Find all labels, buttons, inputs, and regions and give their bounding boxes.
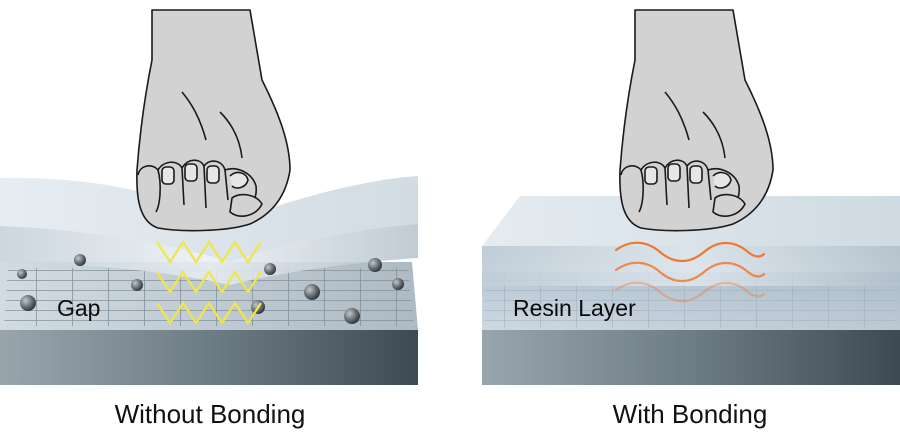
air-bubble: [304, 284, 320, 300]
vibration-zigzag: [156, 239, 262, 265]
air-bubble: [74, 254, 86, 266]
left-panel: [0, 9, 418, 385]
left-glass-front: [0, 224, 418, 285]
caption-without-bonding: Without Bonding: [114, 399, 306, 429]
vibration-wave: [614, 281, 766, 303]
resin-layer-label: Resin Layer: [513, 295, 636, 321]
right-glass-front: [482, 246, 900, 286]
right-display-front: [482, 330, 900, 385]
air-bubble: [20, 295, 36, 311]
right-vibration-lines: [614, 241, 766, 303]
right-panel: [482, 9, 900, 385]
left-display-front: [0, 330, 418, 385]
air-bubble: [392, 278, 404, 290]
left-display-grid: [4, 268, 414, 326]
fist-icon: [619, 9, 774, 232]
air-bubble: [368, 258, 382, 272]
caption-with-bonding: With Bonding: [612, 399, 768, 429]
air-bubble: [17, 269, 27, 279]
left-vibration-lines: [156, 239, 262, 326]
air-bubble: [344, 308, 360, 324]
air-bubble: [264, 263, 276, 275]
vibration-wave: [614, 261, 766, 283]
air-bubble: [131, 279, 143, 291]
fist-icon: [136, 9, 291, 232]
vibration-zigzag: [156, 300, 262, 326]
vibration-wave: [614, 241, 766, 263]
vibration-zigzag: [156, 269, 262, 295]
gap-label: Gap: [57, 295, 101, 321]
